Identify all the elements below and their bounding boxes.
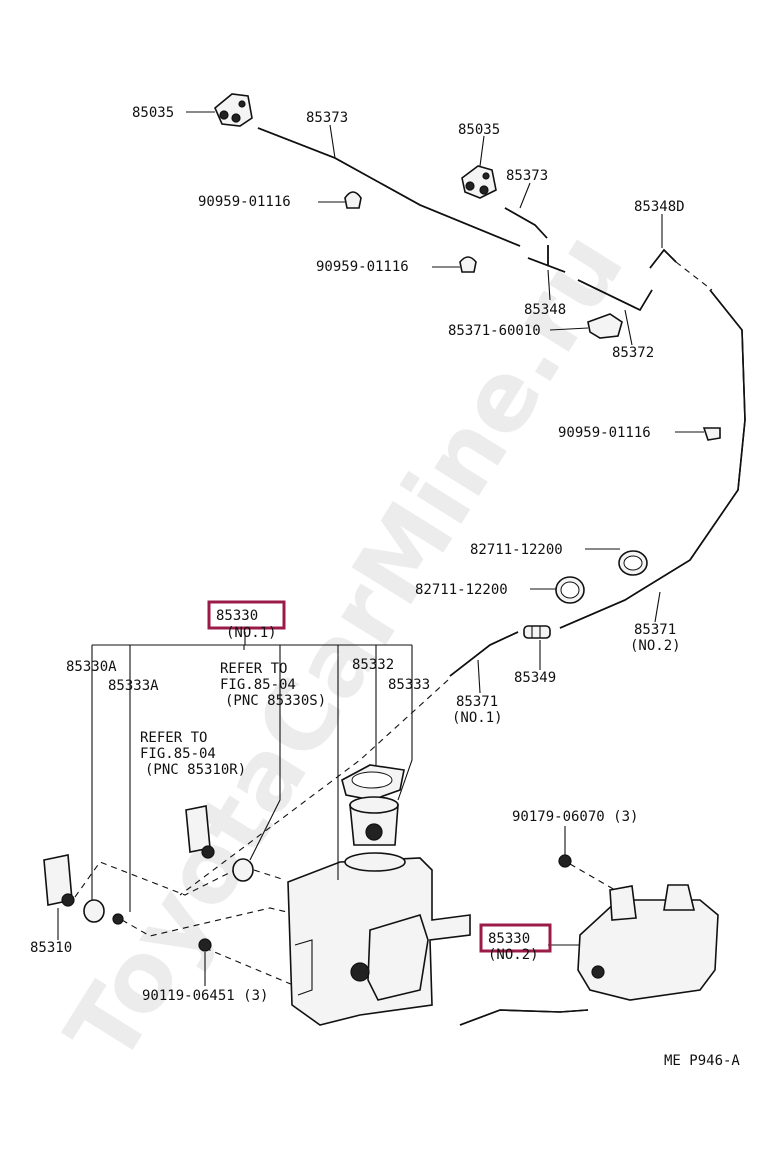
label-refer-1-a: REFER TO bbox=[220, 661, 287, 677]
nozzle-85035-left[interactable] bbox=[214, 93, 253, 127]
hose-tank-no2[interactable] bbox=[459, 1009, 589, 1026]
label-refer-1-c[interactable]: (PNC 85330S) bbox=[225, 693, 326, 709]
label-refer-2-b: FIG.85-04 bbox=[140, 746, 216, 762]
filter-85333[interactable] bbox=[349, 796, 399, 846]
clamp-82711-a[interactable] bbox=[618, 550, 648, 576]
label-85371-no1[interactable]: 85371 bbox=[456, 694, 498, 710]
cap-85330s[interactable] bbox=[232, 858, 254, 882]
label-85348d[interactable]: 85348D bbox=[634, 199, 685, 215]
label-85373-long[interactable]: 85373 bbox=[306, 110, 348, 126]
figure-code: ME P946-A bbox=[664, 1053, 740, 1069]
dash-line-grommet bbox=[121, 907, 301, 937]
clip-90959-b[interactable] bbox=[459, 256, 477, 273]
label-85348[interactable]: 85348 bbox=[524, 302, 566, 318]
label-85373-short[interactable]: 85373 bbox=[506, 168, 548, 184]
clamp-82711-b[interactable] bbox=[555, 576, 585, 604]
label-85333[interactable]: 85333 bbox=[388, 677, 430, 693]
label-85035-right[interactable]: 85035 bbox=[458, 122, 500, 138]
joint-85348[interactable] bbox=[527, 245, 566, 273]
clip-90179[interactable] bbox=[558, 854, 572, 868]
highlight-85330-no1 bbox=[207, 600, 286, 630]
dash-line-tank-hose bbox=[179, 679, 449, 896]
label-85333a[interactable]: 85333A bbox=[108, 678, 159, 694]
label-85330-no1-sub: (NO.1) bbox=[226, 625, 277, 641]
elbow-85348d[interactable] bbox=[649, 248, 677, 269]
dash-line-bolt bbox=[204, 947, 306, 991]
label-refer-2-a: REFER TO bbox=[140, 730, 207, 746]
grommet-85330a[interactable] bbox=[83, 899, 105, 923]
label-82711-b[interactable]: 82711-12200 bbox=[415, 582, 508, 598]
label-85349[interactable]: 85349 bbox=[514, 670, 556, 686]
label-85371-60010[interactable]: 85371-60010 bbox=[448, 323, 541, 339]
label-85372[interactable]: 85372 bbox=[612, 345, 654, 361]
motor-85310[interactable] bbox=[43, 854, 75, 907]
label-85371-no1-sub: (NO.1) bbox=[452, 710, 503, 726]
dash-line-hose bbox=[675, 261, 713, 291]
dash-line-clip bbox=[569, 863, 616, 891]
grommet-85333a[interactable] bbox=[112, 913, 124, 925]
bolt-90119[interactable] bbox=[198, 938, 212, 952]
bracket-85330-no1 bbox=[91, 632, 413, 912]
hose-85371-no1[interactable] bbox=[449, 631, 519, 677]
dash-line-cap bbox=[253, 869, 286, 881]
clip-90959-c[interactable] bbox=[702, 427, 721, 441]
label-85371-no2[interactable]: 85371 bbox=[634, 622, 676, 638]
highlight-85330-no2 bbox=[479, 923, 552, 953]
dash-line-motor bbox=[74, 861, 236, 898]
label-85035-left[interactable]: 85035 bbox=[132, 105, 174, 121]
label-90959-a[interactable]: 90959-01116 bbox=[198, 194, 291, 210]
label-90179[interactable]: 90179-06070 (3) bbox=[512, 809, 638, 825]
label-90959-c[interactable]: 90959-01116 bbox=[558, 425, 651, 441]
cap-85332[interactable] bbox=[341, 764, 405, 801]
label-refer-1-b: FIG.85-04 bbox=[220, 677, 296, 693]
clip-85371-60010[interactable] bbox=[587, 313, 623, 339]
label-90119[interactable]: 90119-06451 (3) bbox=[142, 988, 268, 1004]
clip-90959-a[interactable] bbox=[344, 191, 362, 209]
label-85371-no2-sub: (NO.2) bbox=[630, 638, 681, 654]
label-85330-no2-sub: (NO.2) bbox=[488, 947, 539, 963]
washer-tank-85330-no2[interactable] bbox=[577, 884, 719, 1001]
label-82711-a[interactable]: 82711-12200 bbox=[470, 542, 563, 558]
label-85310[interactable]: 85310 bbox=[30, 940, 72, 956]
label-85332[interactable]: 85332 bbox=[352, 657, 394, 673]
label-refer-2-c[interactable]: (PNC 85310R) bbox=[145, 762, 246, 778]
label-85330-no1[interactable]: 85330 bbox=[216, 608, 258, 624]
connector-85349[interactable] bbox=[523, 625, 551, 639]
label-90959-b[interactable]: 90959-01116 bbox=[316, 259, 409, 275]
washer-tank-85330-no1[interactable] bbox=[287, 852, 471, 1026]
motor-85310r[interactable] bbox=[185, 805, 215, 859]
nozzle-85035-right[interactable] bbox=[461, 165, 497, 199]
label-85330a[interactable]: 85330A bbox=[66, 659, 117, 675]
label-85330-no2[interactable]: 85330 bbox=[488, 931, 530, 947]
